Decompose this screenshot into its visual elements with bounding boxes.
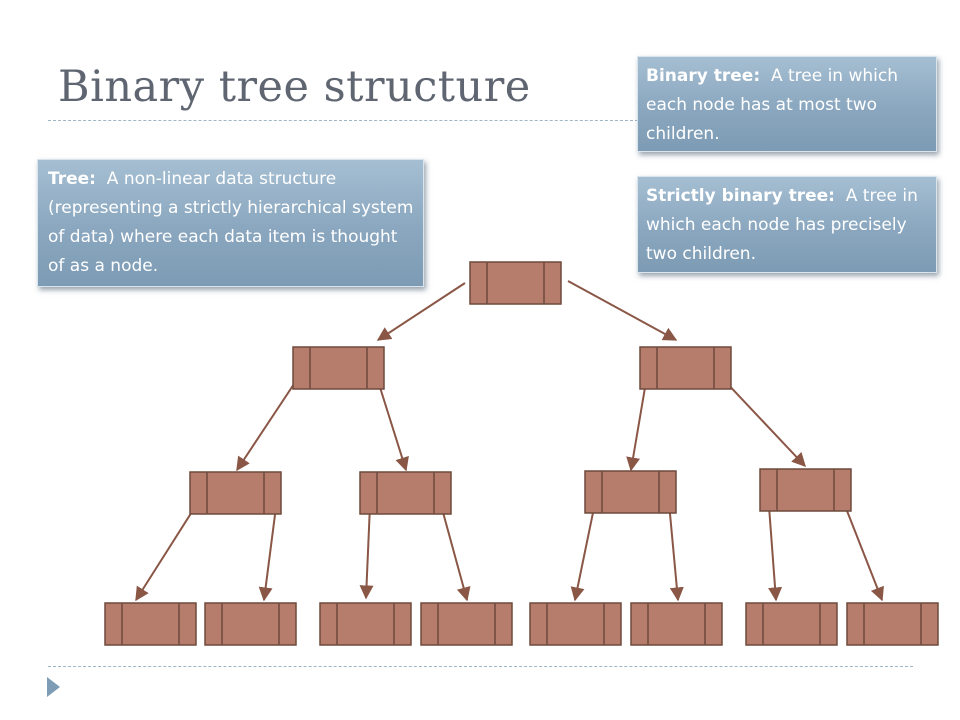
node-box: [639, 346, 732, 390]
footer-divider: [48, 666, 913, 667]
leaf-node-1: [104, 602, 197, 646]
node-box: [529, 602, 622, 646]
tree-edge-arrow-7: [135, 506, 196, 602]
tree-definition: A non-linear data structure (representin…: [48, 169, 414, 276]
tree-edge-arrow-9: [359, 504, 374, 600]
leaf-node-5: [529, 602, 622, 646]
node-box: [420, 602, 513, 646]
level2-node-2: [359, 471, 452, 515]
level1-left-node: [292, 346, 385, 390]
leaf-node-4: [420, 602, 513, 646]
strictly-binary-tree-definition: A tree in which each node has precisely …: [646, 186, 918, 264]
tree-definition-callout: Tree: A non-linear data structure (repre…: [37, 159, 424, 287]
tree-edge-arrow-6: [722, 378, 806, 468]
node-box: [846, 602, 939, 646]
level2-node-4: [759, 468, 852, 512]
level1-right-node: [639, 346, 732, 390]
binary-tree-definition-callout: Binary tree: A tree in which each node h…: [637, 56, 937, 152]
tree-edge-arrow-12: [668, 502, 684, 602]
node-box: [745, 602, 838, 646]
binary-tree-definition: A tree in which each node has at most tw…: [646, 66, 898, 144]
tree-edge-arrow-10: [440, 504, 471, 602]
tree-edge-arrow-3: [236, 380, 297, 472]
tree-edge-arrow-2: [567, 280, 678, 341]
level2-node-3: [584, 470, 677, 514]
leaf-node-7: [745, 602, 838, 646]
node-box: [292, 346, 385, 390]
node-box: [584, 470, 677, 514]
leaf-node-3: [319, 602, 412, 646]
node-box: [469, 261, 562, 305]
binary-tree-term: Binary tree:: [646, 66, 761, 86]
tree-term: Tree:: [48, 169, 96, 189]
tree-edge-arrow-8: [258, 506, 277, 602]
strictly-binary-tree-term: Strictly binary tree:: [646, 186, 835, 206]
node-box: [319, 602, 412, 646]
node-box: [359, 471, 452, 515]
node-box: [759, 468, 852, 512]
tree-edge-arrow-11: [570, 502, 596, 602]
leaf-node-2: [204, 602, 297, 646]
tree-edge-arrow-1: [376, 282, 466, 341]
level2-node-1: [189, 471, 282, 515]
tree-edge-arrow-4: [377, 380, 409, 472]
node-box: [189, 471, 282, 515]
slide-title: Binary tree structure: [58, 62, 531, 112]
node-box: [104, 602, 197, 646]
leaf-node-6: [630, 602, 723, 646]
root-node: [469, 261, 562, 305]
node-box: [630, 602, 723, 646]
leaf-node-8: [846, 602, 939, 646]
title-divider: [48, 120, 638, 121]
node-box: [204, 602, 297, 646]
slide-bullet-marker: [47, 677, 60, 697]
strictly-binary-tree-definition-callout: Strictly binary tree: A tree in which ea…: [637, 176, 937, 273]
